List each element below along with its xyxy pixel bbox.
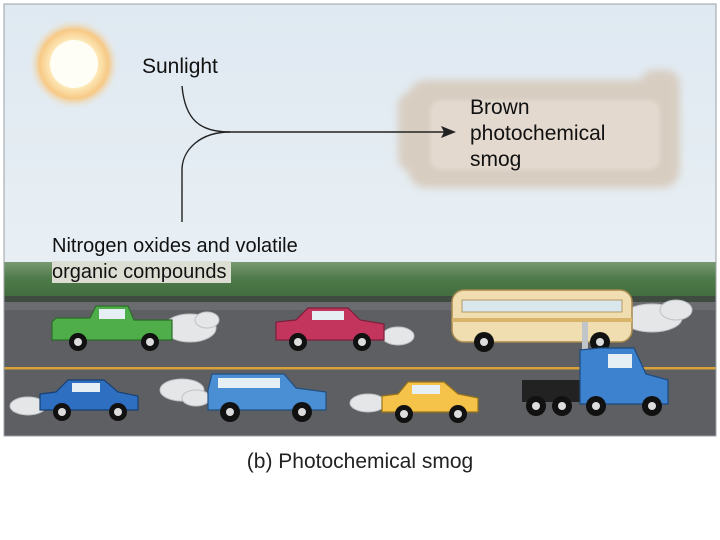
figure-caption: (b) Photochemical smog <box>0 450 720 474</box>
smog-label: Brown photochemical smog <box>470 95 650 173</box>
sources-label: Nitrogen oxides and volatile organic com… <box>52 233 298 285</box>
sunlight-label: Sunlight <box>142 55 218 79</box>
smog-label-line-3: smog <box>470 147 650 173</box>
smog-label-line-2: photochemical <box>470 121 650 147</box>
sources-label-line-1: Nitrogen oxides and volatile <box>52 233 298 259</box>
bus-cream <box>452 290 632 352</box>
sources-label-line-2: organic compounds <box>52 261 231 283</box>
smog-label-line-1: Brown <box>470 95 650 121</box>
